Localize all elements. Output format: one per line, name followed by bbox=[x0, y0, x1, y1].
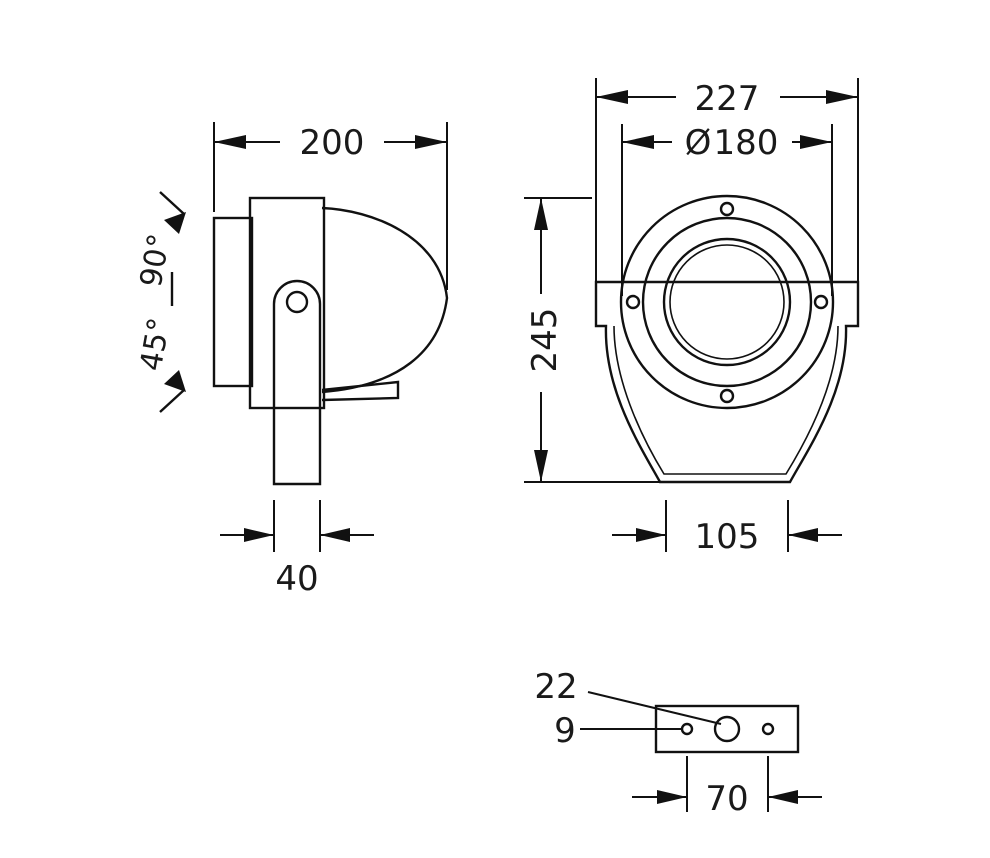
dim-hole-small-label: 9 bbox=[554, 711, 576, 751]
front-yoke bbox=[594, 280, 860, 484]
dim-height: 245 bbox=[524, 197, 664, 483]
dim-bracket-width: 40 bbox=[220, 500, 374, 599]
dim-hole-spacing: 70 bbox=[632, 756, 822, 819]
side-pivot-bolt bbox=[285, 290, 309, 314]
front-screw-right bbox=[813, 294, 829, 310]
dim-base-width: 105 bbox=[612, 500, 842, 557]
dim-lens-diameter-label: 180 bbox=[714, 123, 779, 163]
dim-front-width-label: 227 bbox=[695, 79, 760, 119]
side-bottom-tab bbox=[321, 380, 400, 402]
dim-hole-large-label: 22 bbox=[534, 667, 577, 707]
dim-hole-small: 9 bbox=[554, 711, 682, 751]
front-screw-top bbox=[719, 201, 735, 217]
side-flange bbox=[248, 196, 326, 410]
front-screw-left bbox=[625, 294, 641, 310]
front-yoke-inner bbox=[613, 325, 839, 475]
front-view bbox=[594, 194, 860, 484]
base-hole-small-left bbox=[680, 722, 694, 736]
dim-tilt-angle: 90° 45° bbox=[134, 191, 186, 413]
side-dome-body bbox=[321, 206, 449, 394]
base-hole-small-right bbox=[761, 722, 775, 736]
dim-front-width: 227 bbox=[595, 78, 859, 282]
dim-height-label: 245 bbox=[525, 308, 565, 373]
dim-lens-diameter: Ø 180 bbox=[621, 123, 833, 296]
dim-bracket-width-label: 40 bbox=[275, 559, 318, 599]
front-screw-bottom bbox=[719, 388, 735, 404]
dim-hole-spacing-label: 70 bbox=[705, 779, 748, 819]
base-hole-large bbox=[713, 715, 741, 743]
side-front-rim bbox=[212, 216, 254, 388]
dim-side-width-label: 200 bbox=[300, 123, 365, 163]
front-housing-ring bbox=[641, 216, 813, 388]
front-lens bbox=[669, 244, 785, 360]
side-bracket-arm bbox=[272, 279, 322, 486]
dim-base-width-label: 105 bbox=[695, 517, 760, 557]
dim-side-width: 200 bbox=[213, 122, 448, 290]
dim-diameter-symbol: Ø bbox=[685, 123, 712, 163]
front-lens-rim bbox=[662, 237, 792, 367]
side-view bbox=[212, 196, 449, 486]
dim-hole-large: 22 bbox=[534, 667, 722, 725]
angle-lower-label: 45° bbox=[134, 315, 178, 373]
front-housing-outer bbox=[619, 194, 835, 410]
